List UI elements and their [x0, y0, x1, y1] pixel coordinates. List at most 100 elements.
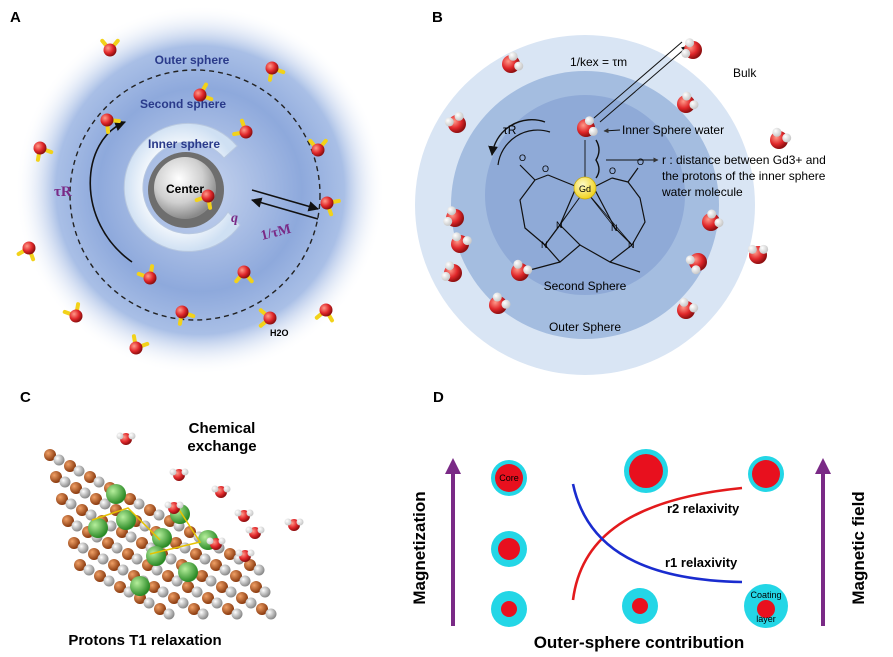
water-molecule: [211, 485, 231, 498]
bulk-exchange-line-2: [599, 45, 689, 123]
lattice-atom: [256, 603, 268, 615]
lattice-atom: [76, 504, 88, 516]
lattice-atom: [124, 493, 136, 505]
exchange-arrow-out: [251, 189, 320, 212]
q-label: q: [231, 211, 238, 226]
lattice-atom: [108, 559, 120, 571]
panel-c-letter: C: [20, 389, 31, 406]
np-core: [498, 538, 520, 560]
np-core: [629, 454, 663, 488]
protons-relaxation-label: Protons T1 relaxation: [68, 632, 221, 649]
np-core: [752, 460, 780, 488]
inner-sphere-ring: [123, 122, 241, 252]
lattice-atom: [50, 471, 62, 483]
water-molecule: [129, 334, 150, 355]
lattice-atom: [152, 528, 172, 548]
water-molecule: [245, 526, 265, 539]
lattice-atom: [106, 484, 126, 504]
bulk-label: Bulk: [733, 66, 757, 80]
dota-chelate: [519, 140, 646, 273]
core-label: Core: [499, 473, 519, 483]
second-sphere-label: Second sphere: [140, 97, 226, 111]
lattice-atom: [259, 586, 271, 598]
water-molecule: [100, 113, 121, 134]
lattice-atom: [211, 597, 223, 609]
lattice-atom: [94, 570, 106, 582]
water-molecule: [234, 509, 254, 522]
panel-a: A Center Outer sphere Second sphere Inne…: [10, 5, 385, 375]
coating-label-line-1: Coating: [750, 590, 781, 600]
lattice-atom: [163, 608, 175, 620]
water-molecule: [193, 82, 214, 102]
water-molecule: [16, 241, 36, 262]
lattice-atom: [216, 581, 228, 593]
lattice-atom: [153, 509, 165, 521]
panel-d: D Magnetization Magnetic field Core Coat…: [410, 389, 868, 652]
lattice-atom: [162, 570, 174, 582]
lattice-atom: [117, 564, 129, 576]
atom-o-4: O: [637, 157, 644, 167]
lattice-atom: [244, 559, 256, 571]
water-molecule: [444, 111, 466, 133]
lattice-atom: [219, 564, 231, 576]
water-molecules: [16, 38, 792, 562]
lattice-atom: [154, 603, 166, 615]
lattice-atom: [205, 575, 217, 587]
atom-n-4: N: [628, 240, 635, 250]
lattice-atom: [265, 608, 277, 620]
water-molecule: [136, 264, 157, 285]
chemical-exchange-line-1: Chemical: [189, 420, 256, 437]
exchange-arrow-in: [250, 197, 319, 220]
water-molecule: [234, 265, 254, 284]
atom-n-1: N: [556, 220, 563, 230]
water-molecule: [441, 261, 462, 282]
tau-r-label-b: τR: [503, 123, 517, 137]
lattice-atom: [170, 537, 182, 549]
lattice-atom: [93, 476, 105, 488]
lattice-atom: [74, 559, 86, 571]
atom-n-2: N: [611, 223, 618, 233]
water-molecule: [116, 432, 136, 445]
lattice-atom: [231, 608, 243, 620]
lattice-atom: [188, 603, 200, 615]
lattice-atom: [143, 597, 155, 609]
water-molecule: [194, 189, 215, 210]
lattice-atom: [236, 592, 248, 604]
water-molecule: [206, 537, 226, 550]
kex-formula: 1/kex = τm: [570, 55, 627, 69]
atom-o-1: O: [519, 153, 526, 163]
r1-relaxivity-curve: [571, 483, 743, 584]
lattice-atom: [184, 526, 196, 538]
lattice-atom: [88, 548, 100, 560]
lattice-atom: [165, 553, 177, 565]
lattice-atom: [144, 504, 156, 516]
lattice-atom: [182, 581, 194, 593]
lattice-atom: [148, 581, 160, 593]
lattice-atom: [85, 509, 97, 521]
lattice-atom: [224, 548, 236, 560]
iron-oxide-crystal-lattice: [44, 449, 277, 620]
water-molecule: [62, 302, 83, 323]
center-particle: [154, 157, 216, 219]
lattice-atom: [84, 471, 96, 483]
lattice-atom: [177, 597, 189, 609]
lattice-atom: [64, 460, 76, 472]
lattice-atom: [83, 564, 95, 576]
water-molecule: [677, 297, 699, 319]
lattice-atom: [105, 520, 117, 532]
lattice-atom: [196, 570, 208, 582]
lattice-atom: [222, 603, 234, 615]
np-core: [495, 464, 523, 492]
water-molecule: [489, 292, 511, 314]
outer-sphere-label-b: Outer Sphere: [549, 320, 621, 334]
lattice-atom: [59, 476, 71, 488]
lattice-atom: [178, 562, 198, 582]
lattice-atom: [202, 592, 214, 604]
water-molecule: [169, 468, 189, 481]
lattice-atom: [190, 548, 202, 560]
water-molecule: [258, 308, 277, 328]
magnetization-label: Magnetization: [410, 491, 429, 604]
r-desc-line-1: r : distance between Gd3+ and: [662, 153, 826, 167]
lattice-atom: [122, 548, 134, 560]
water-molecule: [164, 501, 184, 514]
